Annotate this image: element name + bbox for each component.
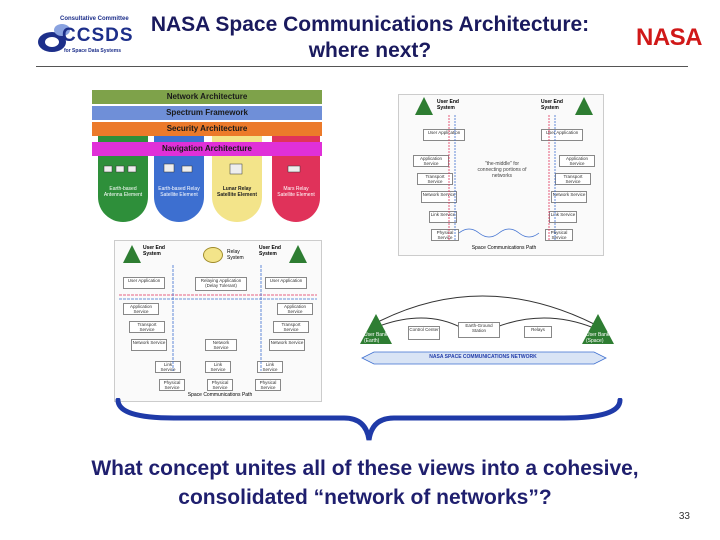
user-end-right-triangle-icon xyxy=(575,97,593,115)
ccsds-line1: Consultative Committee xyxy=(60,16,129,22)
bottom-mid-layer-5: Physical Service xyxy=(207,379,233,391)
grouping-brace xyxy=(115,398,623,441)
bottom-left-layer-4: Link Service xyxy=(155,361,181,373)
network-left-triangle-icon xyxy=(360,314,392,344)
nasa-wordmark: NASA xyxy=(636,24,703,51)
bottom-left-layer-1: Application Service xyxy=(123,303,159,315)
band-spectrum: Spectrum Framework xyxy=(92,106,322,120)
bottom-right-layer-2: Transport Service xyxy=(273,321,309,333)
bottom-right-layer-3: Network Service xyxy=(269,339,305,351)
bottom-left-triangle-icon xyxy=(123,245,141,263)
bottom-mid-layer-4: Link Service xyxy=(205,361,231,373)
protocol-diagram-bottom: User End System Relay System User End Sy… xyxy=(114,240,322,402)
satellite-icons xyxy=(103,163,301,175)
top-right-title: User End System xyxy=(541,99,563,111)
network-node-relays: Relays xyxy=(524,326,552,338)
slide-title-line1: NASA Space Communications Architecture: xyxy=(150,13,590,36)
network-arcs xyxy=(361,295,607,365)
top-left-title: User End System xyxy=(437,99,459,111)
top-left-layer-3: Network Service xyxy=(421,191,457,203)
top-right-layer-4: Link Service xyxy=(549,211,577,223)
bottom-connector-lines xyxy=(119,265,317,371)
slide-title: NASA Space Communications Architecture: … xyxy=(130,12,610,64)
bottom-left-layer-3: Network Service xyxy=(131,339,167,351)
bottom-right-title: User End System xyxy=(259,245,281,257)
top-path-label: Space Communications Path xyxy=(471,245,537,251)
band-network: Network Architecture xyxy=(92,90,322,104)
element-label-lunar-relay: Lunar Relay Satellite Element xyxy=(216,186,257,198)
ccsds-logo-mark xyxy=(38,24,70,52)
bottom-right-layer-4: Link Service xyxy=(257,361,283,373)
network-banner: NASA SPACE COMMUNICATIONS NETWORK xyxy=(429,354,537,360)
slide-title-line2: where next? xyxy=(308,39,432,62)
top-connector-lines xyxy=(448,115,556,241)
top-right-layer-0: User Application xyxy=(541,129,583,141)
bottom-right-layer-5: Physical Service xyxy=(255,379,281,391)
top-left-layer-2: Transport Service xyxy=(417,173,453,185)
bottom-right-layer-1: Application Service xyxy=(277,303,313,315)
bottom-left-layer-5: Physical Service xyxy=(159,379,185,391)
bottom-left-title: User End System xyxy=(143,245,165,257)
closing-question: What concept unites all of these views i… xyxy=(30,454,700,512)
architecture-layers-diagram: Network Architecture Spectrum Framework … xyxy=(92,86,324,226)
top-right-layer-3: Network Service xyxy=(551,191,587,203)
network-right-triangle-icon xyxy=(582,314,614,344)
network-right-node: User Bank (Space) xyxy=(586,332,610,344)
element-label-mars-relay: Mars Relay Satellite Element xyxy=(277,186,315,198)
top-left-layer-4: Link Service xyxy=(429,211,457,223)
ccsds-mark-text: CCSDS xyxy=(62,25,134,46)
protocol-diagram-top: User End System User End System User App… xyxy=(398,94,604,256)
band-security: Security Architecture xyxy=(92,122,322,136)
bottom-left-layer-2: Transport Service xyxy=(129,321,165,333)
bottom-left-layer-0: User Application xyxy=(123,277,165,289)
top-right-layer-2: Transport Service xyxy=(555,173,591,185)
ccsds-logo: Consultative Committee CCSDS for Space D… xyxy=(36,12,144,56)
top-left-layer-1: Application Service xyxy=(413,155,449,167)
question-line2: consolidated “network of networks”? xyxy=(178,486,552,509)
bottom-right-layer-0: User Application xyxy=(265,277,307,289)
element-label-earth-relay: Earth-based Relay Satellite Element xyxy=(158,186,200,198)
page-number: 33 xyxy=(678,511,690,522)
network-diagram: User Bank (Earth) User Bank (Space) Cont… xyxy=(344,278,618,378)
bottom-mid-layer-3: Network Service xyxy=(205,339,237,351)
element-label-earth-antenna: Earth-based Antenna Element xyxy=(103,186,143,198)
bottom-middle-box: Relaying Application (Delay Tolerant) xyxy=(195,277,247,291)
question-line1: What concept unites all of these views i… xyxy=(91,457,639,480)
bottom-middle-title: Relay System xyxy=(227,249,244,261)
network-node-control-center: Control Center xyxy=(408,326,440,340)
top-center-note: "the-middle" for connecting portions of … xyxy=(477,161,527,179)
top-right-layer-1: Application Service xyxy=(559,155,595,167)
band-navigation: Navigation Architecture xyxy=(92,142,322,156)
bottom-right-triangle-icon xyxy=(289,245,307,263)
user-end-left-triangle-icon xyxy=(415,97,433,115)
ccsds-line2: for Space Data Systems xyxy=(64,48,121,54)
network-left-node: User Bank (Earth) xyxy=(364,332,388,344)
bottom-path-label: Space Communications Path xyxy=(187,392,253,398)
relay-circle-icon xyxy=(203,247,223,263)
network-node-ground-station: Earth-Ground Station xyxy=(458,322,500,338)
header-rule xyxy=(36,66,688,67)
top-left-layer-0: User Application xyxy=(423,129,465,141)
top-right-layer-5: Physical Service xyxy=(545,229,573,241)
top-left-layer-5: Physical Service xyxy=(431,229,459,241)
